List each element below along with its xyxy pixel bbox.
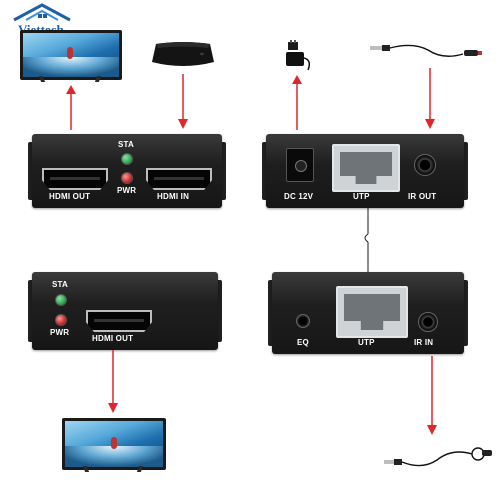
ir-out-label: IR OUT: [408, 192, 437, 201]
pwr-led: [55, 314, 67, 326]
pwr-label: PWR: [117, 186, 137, 195]
ir-out-jack: [414, 154, 436, 176]
hdmi-in-port: [146, 168, 212, 190]
media-player-icon: [150, 40, 216, 70]
sta-label: STA: [52, 280, 69, 289]
receiver-back-panel: EQ UTP IR IN: [268, 272, 468, 354]
sta-led: [55, 294, 67, 306]
hdmi-out-port: [42, 168, 108, 190]
pwr-led: [121, 172, 133, 184]
eq-knob: [296, 314, 310, 328]
arrow-down-icon: [427, 356, 437, 435]
transmitter-back-panel: DC 12V UTP IR OUT: [262, 134, 468, 208]
sta-led: [121, 153, 133, 165]
receiver-front-panel: STA PWR HDMI OUT: [28, 272, 222, 350]
utp-port: [332, 144, 400, 192]
arrow-down-icon: [425, 68, 435, 129]
tv-icon: [62, 418, 166, 474]
house-logo-icon: [13, 3, 71, 22]
eq-label: EQ: [297, 338, 309, 347]
ir-cable-icon: [382, 440, 494, 474]
ir-in-jack: [418, 312, 438, 332]
ir-in-label: IR IN: [414, 338, 434, 347]
pwr-label: PWR: [50, 328, 70, 337]
dc-power-jack: [286, 148, 314, 182]
sta-label: STA: [118, 140, 135, 149]
hdmi-out-label: HDMI OUT: [49, 192, 91, 201]
arrow-down-icon: [108, 350, 118, 413]
ir-cable-icon: [368, 36, 486, 66]
arrow-down-icon: [178, 74, 188, 129]
hdmi-out-label: HDMI OUT: [92, 334, 134, 343]
tv-icon: [20, 30, 122, 82]
utp-label: UTP: [358, 338, 375, 347]
transmitter-front-panel: STA PWR HDMI OUT HDMI IN: [28, 134, 226, 208]
dc-label: DC 12V: [284, 192, 314, 201]
arrow-up-icon: [66, 85, 76, 130]
hdmi-out-port: [86, 310, 152, 332]
utp-label: UTP: [353, 192, 370, 201]
hdmi-in-label: HDMI IN: [157, 192, 190, 201]
arrow-up-icon: [292, 75, 302, 130]
power-adapter-icon: [282, 40, 314, 72]
utp-cable-line: [364, 208, 369, 272]
utp-port: [336, 286, 408, 338]
